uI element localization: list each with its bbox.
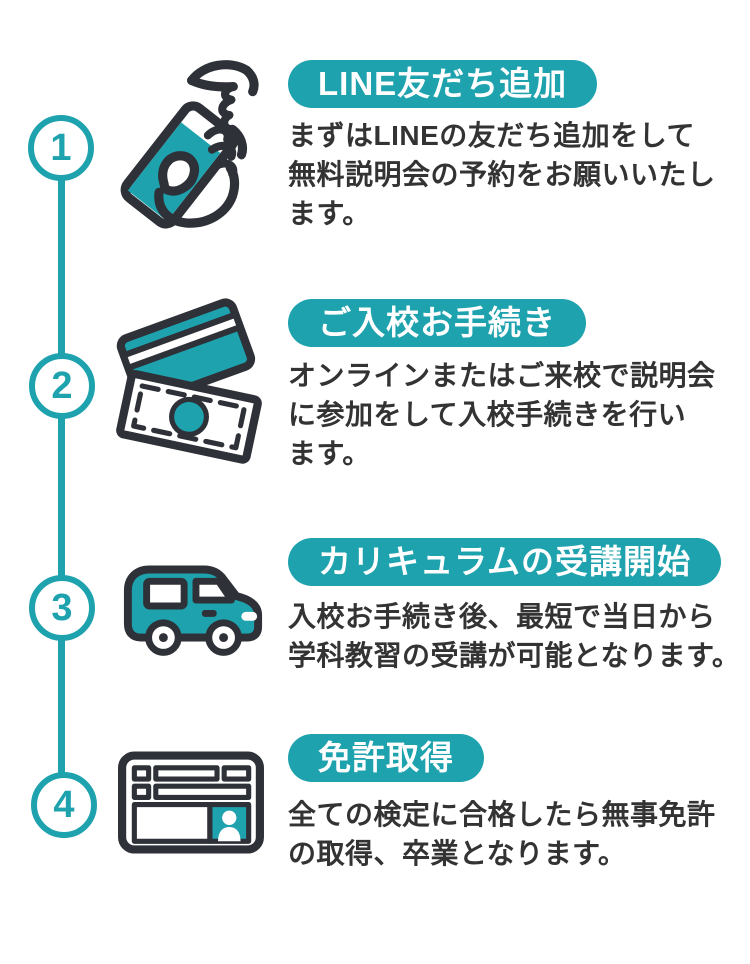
step-number-circle-4: 4 bbox=[31, 772, 97, 838]
description-line: の取得、卒業となります。 bbox=[288, 838, 627, 869]
description-line: まずはLINEの友だち追加をして bbox=[288, 120, 695, 151]
timeline-line bbox=[58, 148, 65, 808]
description-line: オンラインまたはご来校で説明会 bbox=[288, 360, 716, 391]
description-line: に参加をして入校手続きを行い bbox=[288, 399, 687, 430]
description-line: ます。 bbox=[288, 198, 371, 229]
step-number: 4 bbox=[53, 784, 75, 826]
description-line: 無料説明会の予約をお願いいたし bbox=[288, 159, 716, 190]
description-line: 全ての検定に合格したら無事免許 bbox=[288, 799, 716, 830]
step-description-1: まずはLINEの友だち追加をして 無料説明会の予約をお願いいたし ます。 bbox=[288, 116, 716, 233]
step-title-badge-curriculum: カリキュラムの受講開始 bbox=[288, 538, 722, 586]
step-number-circle-1: 1 bbox=[28, 115, 94, 181]
card-payment-icon bbox=[112, 296, 266, 464]
step-number-circle-2: 2 bbox=[29, 353, 95, 419]
smartphone-tap-icon bbox=[104, 54, 264, 229]
description-line: ます。 bbox=[288, 438, 371, 469]
step-title-badge-enrollment: ご入校お手続き bbox=[288, 299, 586, 347]
step-description-3: 入校お手続き後、最短で当日から 学科教習の受講が可能となります。 bbox=[288, 597, 740, 675]
car-icon bbox=[119, 554, 267, 658]
step-number: 3 bbox=[51, 587, 73, 629]
step-title-badge-license: 免許取得 bbox=[288, 734, 484, 782]
description-line: 入校お手続き後、最短で当日から bbox=[288, 601, 716, 632]
step-number: 2 bbox=[51, 365, 73, 407]
description-line: 学科教習の受講が可能となります。 bbox=[288, 640, 741, 671]
step-title-badge-line-add: LINE友だち追加 bbox=[288, 60, 598, 108]
license-card-icon bbox=[117, 750, 265, 855]
step-description-2: オンラインまたはご来校で説明会 に参加をして入校手続きを行い ます。 bbox=[288, 356, 716, 473]
step-number-circle-3: 3 bbox=[29, 575, 95, 641]
step-number: 1 bbox=[50, 127, 72, 169]
step-description-4: 全ての検定に合格したら無事免許 の取得、卒業となります。 bbox=[288, 795, 716, 873]
